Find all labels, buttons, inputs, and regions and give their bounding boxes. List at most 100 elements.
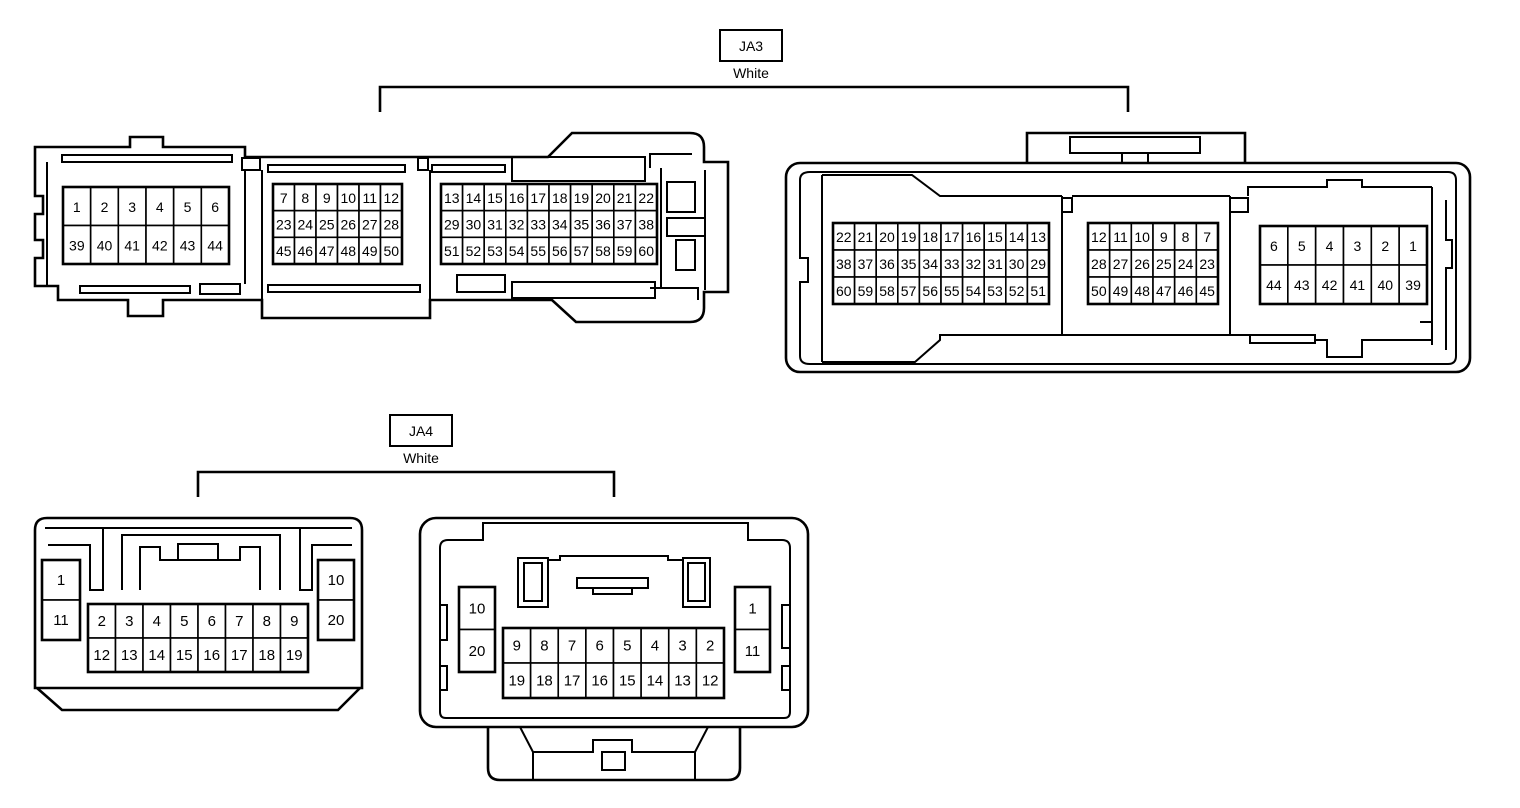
pin-number: 23 <box>1199 256 1215 272</box>
pin-number: 18 <box>258 647 275 664</box>
pin-cell: 7 <box>272 183 296 212</box>
pin-cell: 13 <box>440 183 464 212</box>
pin-number: 25 <box>319 217 335 233</box>
pin-cell: 9 <box>1152 222 1176 251</box>
pin-cell: 7 <box>557 627 587 664</box>
pin-cell: 59 <box>612 236 637 265</box>
pin-cell: 1 <box>62 186 92 227</box>
pin-number: 26 <box>340 217 356 233</box>
pin-number: 9 <box>513 638 521 655</box>
lock-tab-key <box>1121 152 1149 164</box>
pin-cell: 47 <box>1152 276 1176 305</box>
top-lock-tab <box>1025 131 1247 163</box>
pin-number: 58 <box>879 283 895 299</box>
pin-number: 5 <box>184 199 192 215</box>
pin-cell: 12 <box>379 183 403 212</box>
pin-number: 48 <box>340 243 356 259</box>
pin-cell: 44 <box>1259 264 1289 305</box>
pin-cell-outline <box>734 586 771 631</box>
pin-number: 17 <box>564 673 581 690</box>
pin-number: 16 <box>509 190 525 206</box>
connector-color: White <box>733 65 769 81</box>
housing-slot <box>456 274 506 293</box>
pin-cell: 43 <box>172 224 203 265</box>
pin-cell: 53 <box>983 276 1007 305</box>
pin-number: 28 <box>383 217 399 233</box>
pin-cell: 56 <box>548 236 572 265</box>
pin-cell: 33 <box>940 249 964 278</box>
pin-number: 8 <box>1182 229 1190 245</box>
pin-number: 27 <box>362 217 378 233</box>
pin-number: 34 <box>552 217 568 233</box>
pin-cell: 17 <box>224 637 254 673</box>
pin-number: 12 <box>702 673 719 690</box>
pin-number: 20 <box>595 190 611 206</box>
pin-cell: 6 <box>1259 225 1289 266</box>
pin-number: 16 <box>591 673 608 690</box>
pin-cell: 17 <box>940 222 964 251</box>
lock-key <box>592 587 633 595</box>
guide-key-window <box>523 562 543 602</box>
pin-number: 11 <box>53 612 69 629</box>
bottom-tab-key <box>601 751 626 771</box>
pin-number: 24 <box>1178 256 1194 272</box>
pin-number: 39 <box>69 237 85 253</box>
pin-cell: 32 <box>961 249 985 278</box>
latch-window <box>241 157 261 171</box>
pin-cell: 32 <box>504 209 529 239</box>
pin-cell: 21 <box>853 222 877 251</box>
pin-cell: 51 <box>1026 276 1050 305</box>
pin-cell: 8 <box>252 603 282 639</box>
cavity-top <box>822 174 1432 197</box>
pin-cell: 19 <box>279 637 309 673</box>
side-key <box>666 217 706 237</box>
pin-cell: 37 <box>853 249 877 278</box>
pin-cell: 25 <box>315 209 339 239</box>
pin-cell: 10 <box>1130 222 1154 251</box>
pin-cell: 53 <box>483 236 507 265</box>
pin-cell: 18 <box>548 183 572 212</box>
latch-window <box>1229 197 1249 213</box>
pin-cell: 22 <box>832 222 856 251</box>
pin-cell: 16 <box>961 222 985 251</box>
pin-cell: 26 <box>336 209 360 239</box>
lock-arm-bump <box>139 546 261 590</box>
pin-number: 18 <box>552 190 568 206</box>
pin-number: 30 <box>466 217 482 233</box>
pin-cell: 52 <box>461 236 486 265</box>
pin-cell: 5 <box>169 603 199 639</box>
pin-block-outline <box>61 185 231 266</box>
pin-cell: 14 <box>142 637 172 673</box>
pin-number: 55 <box>944 283 960 299</box>
pin-block-outline <box>501 626 726 700</box>
pin-number: 22 <box>638 190 654 206</box>
pin-number: 37 <box>617 217 633 233</box>
pin-cell: 24 <box>1173 249 1198 278</box>
pin-cell: 34 <box>918 249 942 278</box>
pin-number: 26 <box>1134 256 1150 272</box>
pin-number: 44 <box>1266 277 1282 293</box>
pin-cell: 11 <box>41 599 81 641</box>
pin-cell: 28 <box>1087 249 1111 278</box>
pin-number: 53 <box>487 243 503 259</box>
side-notches <box>440 604 790 691</box>
pin-number: 24 <box>297 217 313 233</box>
pin-cell: 39 <box>62 224 92 265</box>
pin-number: 53 <box>987 283 1003 299</box>
pin-number: 2 <box>98 613 106 630</box>
pin-number: 33 <box>944 256 960 272</box>
pin-number: 3 <box>678 638 686 655</box>
pin-number: 51 <box>1030 283 1046 299</box>
pin-cell: 14 <box>640 662 670 699</box>
pin-number: 2 <box>1381 238 1389 254</box>
pin-cell: 52 <box>1004 276 1029 305</box>
pin-number: 29 <box>1030 256 1046 272</box>
pin-number: 2 <box>101 199 109 215</box>
pin-cell: 17 <box>557 662 587 699</box>
